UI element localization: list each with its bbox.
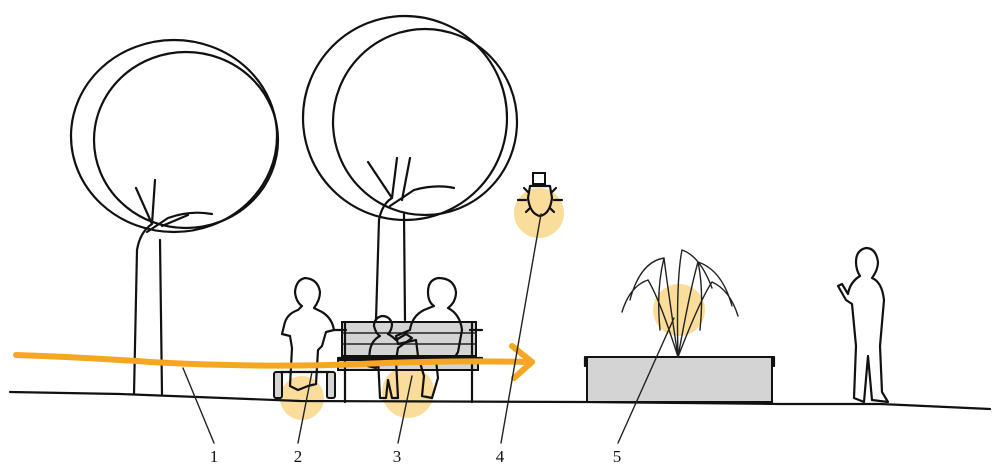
tree-middle — [303, 16, 517, 320]
tree-left — [71, 40, 278, 394]
fountain-basin — [587, 357, 772, 402]
callout-labels: 1 2 3 4 5 — [210, 447, 622, 466]
ground-line — [10, 392, 990, 409]
glow-wheelchair-seat — [280, 376, 324, 420]
tree-left-crown-inner — [94, 52, 278, 228]
callout-line-1 — [183, 368, 214, 443]
wheelchair-wheel-right — [327, 372, 335, 398]
callout-label-2: 2 — [294, 447, 303, 466]
callout-label-1: 1 — [210, 447, 219, 466]
callout-label-5: 5 — [613, 447, 622, 466]
tree-left-crown-outer — [71, 40, 277, 232]
standing-person-with-phone — [838, 248, 888, 402]
tree-middle-trunk — [368, 158, 454, 320]
lamp-cap — [533, 173, 545, 184]
wheelchair-wheel-left — [274, 372, 282, 398]
glow-lamp — [514, 188, 564, 238]
callout-label-4: 4 — [496, 447, 505, 466]
callout-label-3: 3 — [393, 447, 402, 466]
callout-line-4 — [501, 214, 541, 443]
